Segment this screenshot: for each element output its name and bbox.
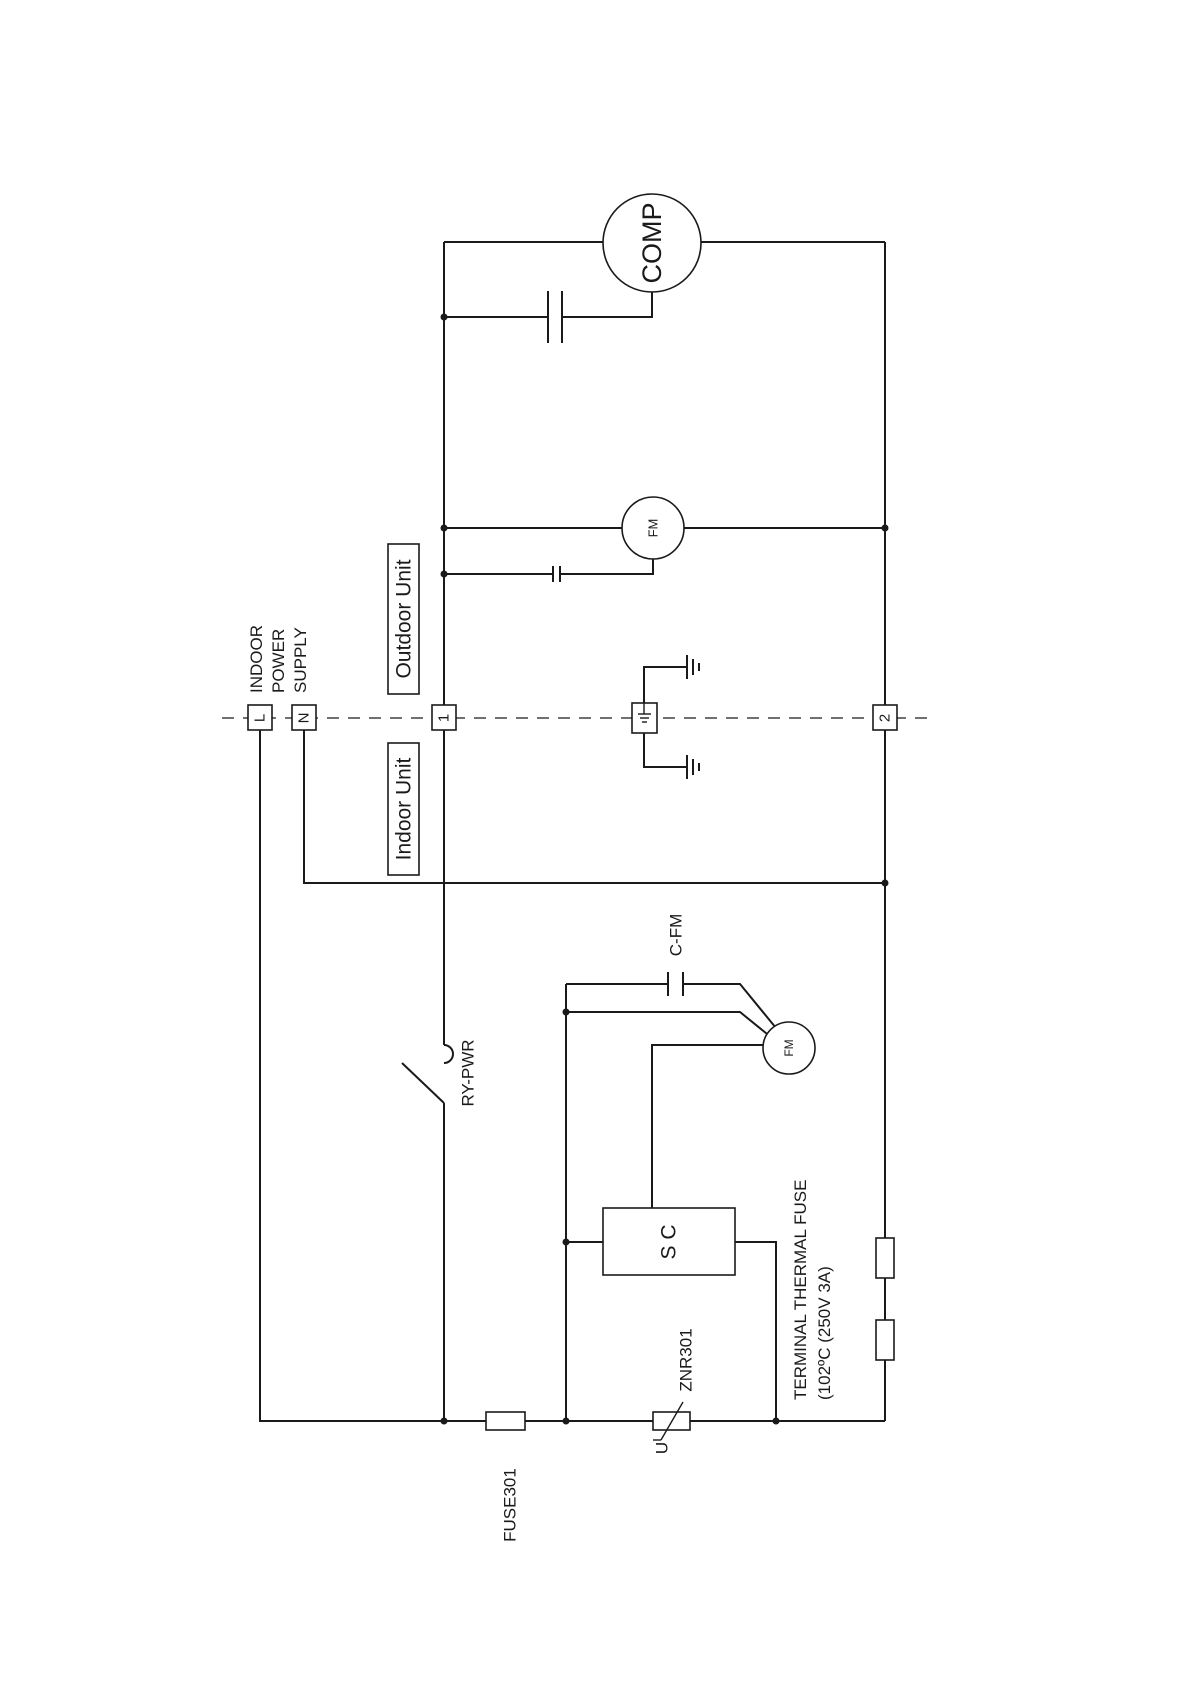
indoor-unit-label: Indoor Unit xyxy=(393,757,416,860)
terminal-1-label: 1 xyxy=(436,714,453,722)
znr301-label: ZNR301 xyxy=(677,1328,696,1391)
outdoor-unit-label: Outdoor Unit xyxy=(393,559,416,678)
terminal-n-label: N xyxy=(296,713,313,724)
outdoor-fm-label: FM xyxy=(646,519,661,538)
fuse301: FUSE301 xyxy=(444,1412,566,1542)
outdoor-fan-capacitor xyxy=(444,559,653,582)
terminal-1: 1 xyxy=(432,705,456,730)
terminal-thermal-fuse-label: TERMINAL THERMAL FUSE (102ºC (250V 3A) xyxy=(791,1175,834,1400)
terminal-n: N xyxy=(292,705,316,730)
comp-label: COMP xyxy=(637,203,667,284)
ground-outdoor-icon xyxy=(644,655,699,703)
ry-pwr-label: RY-PWR xyxy=(459,1039,478,1106)
earth-terminal xyxy=(632,703,657,733)
compressor: COMP xyxy=(444,194,885,292)
terminal-thermal-fuses: TERMINAL THERMAL FUSE (102ºC (250V 3A) xyxy=(791,1175,894,1400)
outdoor-unit-label-box: Outdoor Unit xyxy=(388,544,419,694)
znr301-varistor: ZNR301 U xyxy=(653,1328,696,1454)
outdoor-fan-motor: FM xyxy=(444,497,885,559)
indoor-fan-motor: FM xyxy=(763,1022,815,1074)
ground-indoor-icon xyxy=(644,733,699,779)
terminal-2-label: 2 xyxy=(877,714,894,722)
terminal-thermal-fuse-line-1: TERMINAL THERMAL FUSE xyxy=(791,1180,810,1400)
compressor-capacitor xyxy=(444,291,652,343)
terminal-l: L xyxy=(248,705,272,730)
terminal-l-label: L xyxy=(252,714,269,722)
indoor-unit-label-box: Indoor Unit xyxy=(388,743,419,875)
indoor-fm-label: FM xyxy=(782,1039,796,1056)
c-fm-label: C-FM xyxy=(667,914,686,956)
terminal-thermal-fuse-line-2: (102ºC (250V 3A) xyxy=(815,1266,834,1400)
terminal-2: 2 xyxy=(873,705,897,730)
indoor-branch-wiring xyxy=(566,984,885,1421)
fuse301-label: FUSE301 xyxy=(501,1468,520,1542)
c-fm-capacitor: C-FM xyxy=(667,914,686,996)
ry-pwr-relay: RY-PWR xyxy=(402,1039,478,1106)
sc-controller: S C xyxy=(603,1208,735,1275)
sc-label: S C xyxy=(658,1224,681,1259)
indoor-power-supply-label: INDOOR POWER SUPPLY xyxy=(247,620,310,693)
indoor-power-supply-line-2: POWER xyxy=(269,629,288,693)
varistor-u-label: U xyxy=(653,1442,672,1454)
indoor-power-supply-line-3: SUPPLY xyxy=(291,627,310,693)
indoor-power-supply-line-1: INDOOR xyxy=(247,625,266,693)
